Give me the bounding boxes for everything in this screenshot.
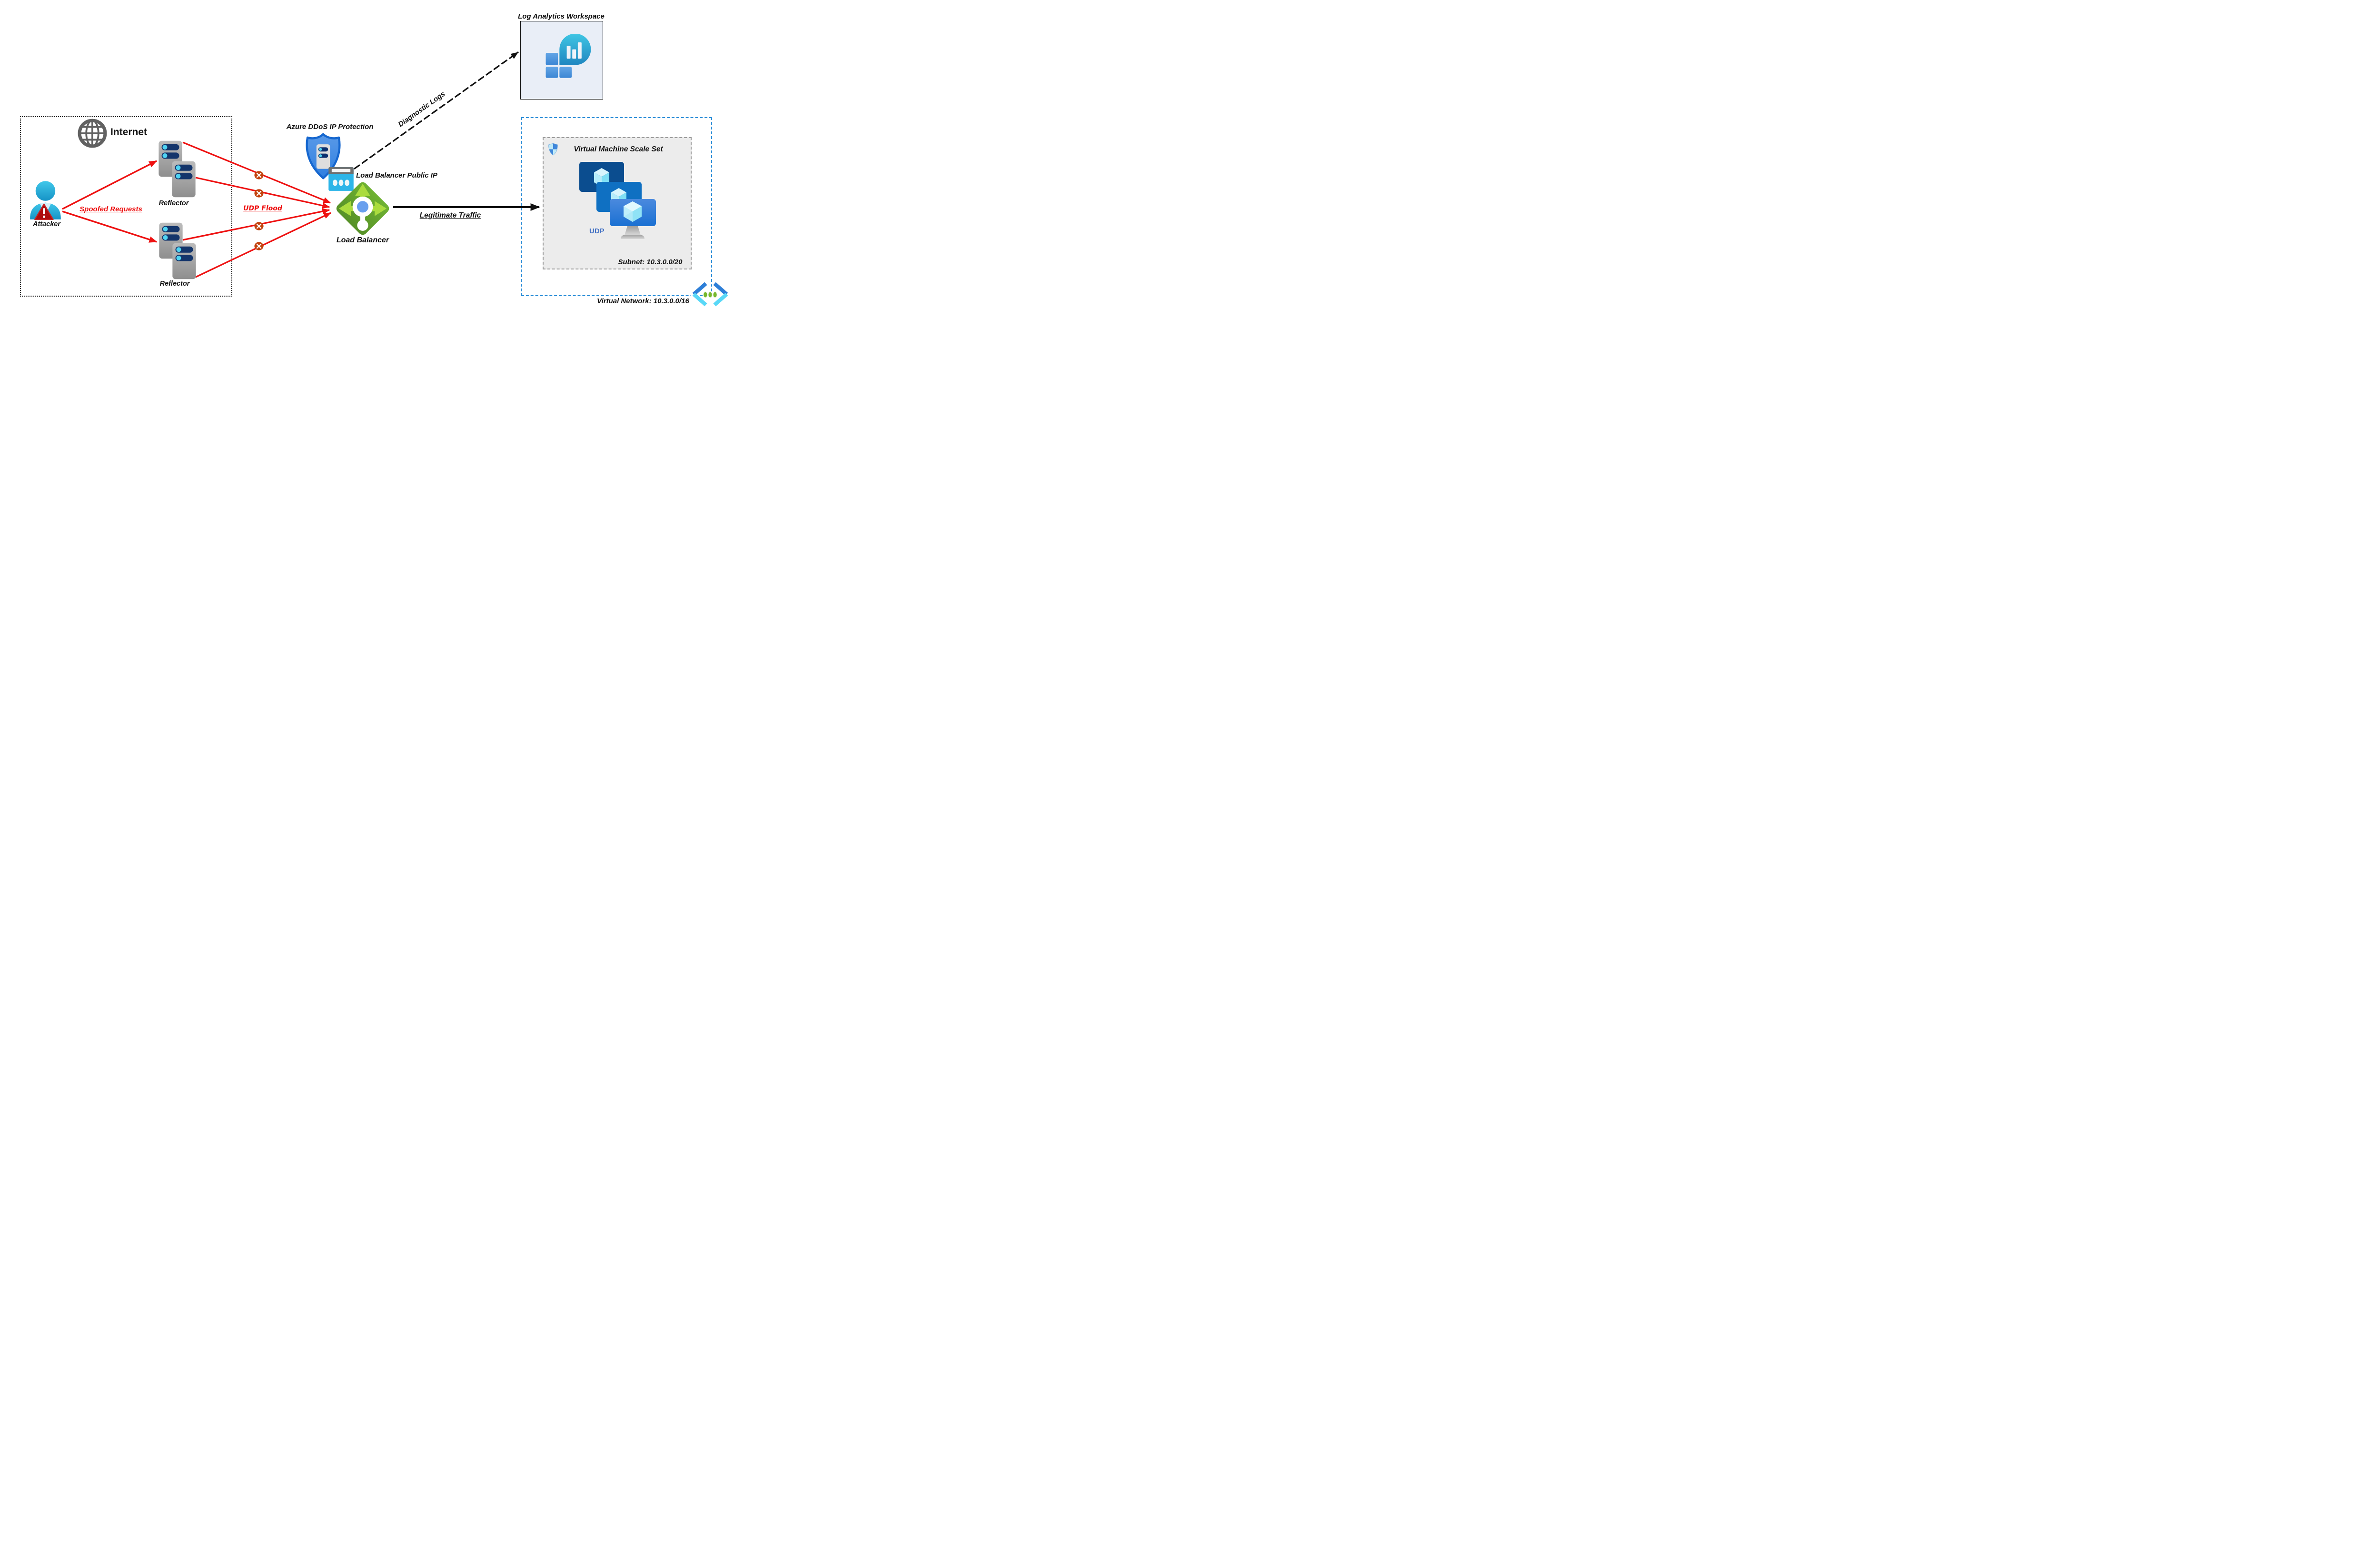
blocked-x-icon <box>254 242 264 250</box>
reflector-2 <box>159 222 197 279</box>
attacker-icon <box>30 181 61 220</box>
log-analytics-label: Log Analytics Workspace <box>518 12 605 20</box>
subnet-label: Subnet: 10.3.0.0/20 <box>618 258 683 266</box>
vnet-label: Virtual Network: 10.3.0.0/16 <box>597 297 689 305</box>
vm-scale-set-icon <box>579 162 656 239</box>
udp-label: UDP <box>589 227 605 235</box>
warning-icon <box>34 203 54 220</box>
load-balancer-label: Load Balancer <box>336 236 389 244</box>
diagnostic-logs-arrow <box>354 51 519 169</box>
blocked-x-icon <box>254 189 264 198</box>
reflector-1 <box>158 140 196 198</box>
log-analytics-icon <box>545 34 591 78</box>
server-icon <box>172 161 196 198</box>
spoofed-requests-label: Spoofed Requests <box>79 205 142 213</box>
vmss-label: Virtual Machine Scale Set <box>574 145 663 153</box>
udp-flood-label: UDP Flood <box>243 205 282 212</box>
blocked-x-icon <box>254 222 264 230</box>
server-icon <box>172 243 196 279</box>
attacker-label: Attacker <box>32 220 61 228</box>
reflector-2-label: Reflector <box>159 280 190 288</box>
public-ip-icon <box>328 167 354 191</box>
legitimate-traffic-label: Legitimate Traffic <box>419 211 481 219</box>
reflector-1-label: Reflector <box>159 199 189 207</box>
ddos-protection-label: Azure DDoS IP Protection <box>286 123 374 131</box>
blocked-x-icon <box>254 171 264 179</box>
vmss-shield-icon <box>548 143 558 156</box>
diagnostic-logs-label: Diagnostic Logs <box>397 90 447 129</box>
public-ip-label: Load Balancer Public IP <box>356 171 437 179</box>
cube-icon <box>624 201 642 222</box>
load-balancer-icon <box>336 182 389 235</box>
virtual-network-icon <box>691 281 729 307</box>
ddos-architecture-diagram: Internet Attacker Spoofed Requests <box>0 0 744 345</box>
internet-label: Internet <box>110 127 148 138</box>
globe-icon <box>78 119 107 148</box>
